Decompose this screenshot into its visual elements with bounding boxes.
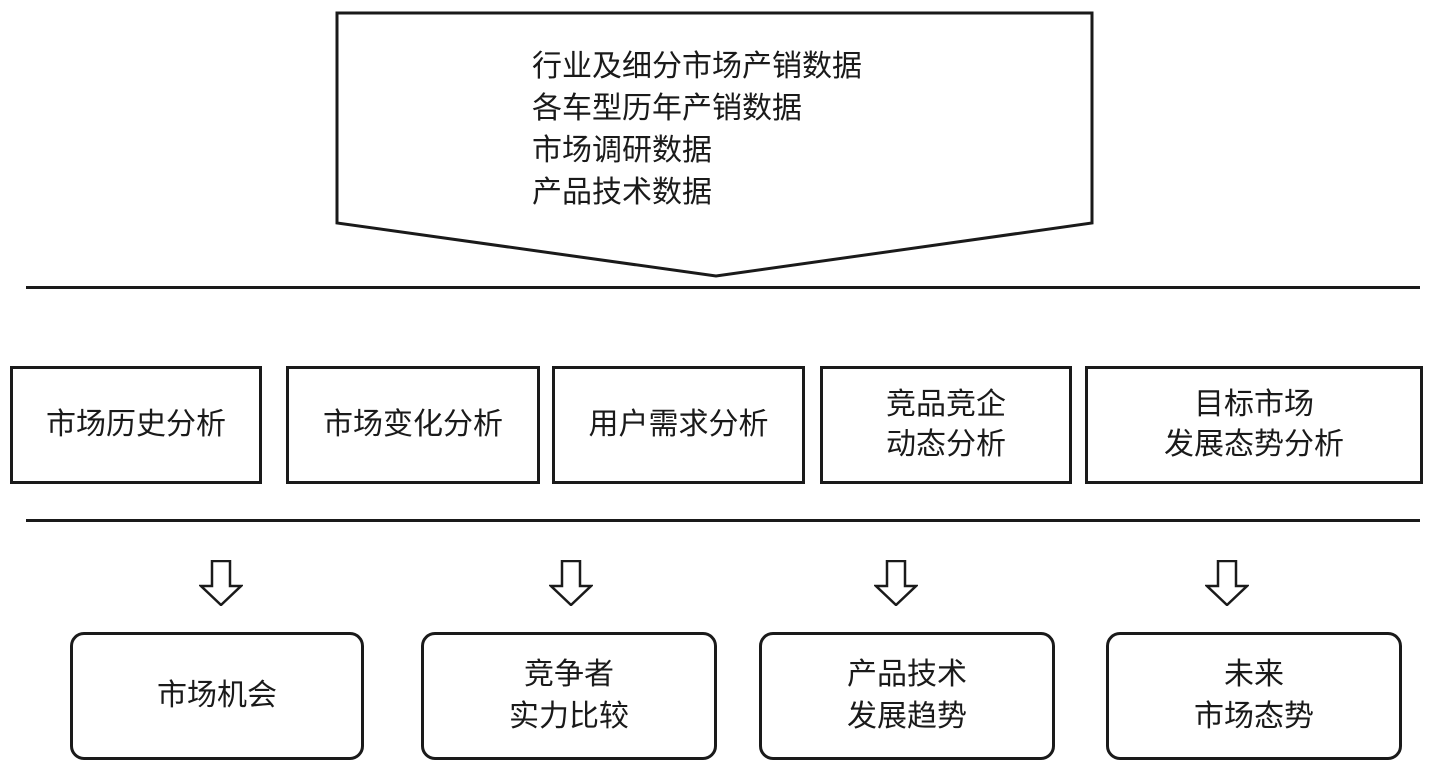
result-label: 市场态势 [1194,699,1314,734]
input-data-item: 市场调研数据 [532,133,712,168]
analysis-box-user-demand: 用户需求分析 [552,366,805,484]
down-arrow-icon [199,560,243,606]
analysis-label: 动态分析 [886,427,1006,462]
analysis-box-market-change: 市场变化分析 [286,366,540,484]
input-data-arrow-shape [335,11,1094,278]
down-arrow-icon [874,560,918,606]
result-label: 市场机会 [157,678,277,713]
bottom-divider [26,519,1420,522]
analysis-box-market-history: 市场历史分析 [10,366,262,484]
analysis-label: 竞品竞企 [886,387,1006,422]
result-box-product-tech-trend: 产品技术 发展趋势 [759,632,1055,760]
result-label: 发展趋势 [847,699,967,734]
analysis-box-competitor-dynamics: 竞品竞企 动态分析 [820,366,1072,484]
result-label: 竞争者 [524,657,614,692]
result-box-future-market: 未来 市场态势 [1106,632,1402,760]
input-data-list: 行业及细分市场产销数据 各车型历年产销数据 市场调研数据 产品技术数据 [532,46,862,214]
top-divider [26,286,1420,289]
result-label: 未来 [1224,657,1284,692]
analysis-label: 发展态势分析 [1164,427,1344,462]
analysis-label: 市场变化分析 [323,407,503,442]
down-arrow-icon [1205,560,1249,606]
result-box-competitor-strength: 竞争者 实力比较 [421,632,717,760]
result-label: 产品技术 [847,657,967,692]
result-box-market-opportunity: 市场机会 [70,632,364,760]
input-data-item: 产品技术数据 [532,175,712,210]
input-data-item: 行业及细分市场产销数据 [532,49,862,84]
down-arrow-icon [549,560,593,606]
analysis-label: 市场历史分析 [46,407,226,442]
input-data-item: 各车型历年产销数据 [532,91,802,126]
analysis-label: 目标市场 [1194,387,1314,422]
analysis-box-target-market-trend: 目标市场 发展态势分析 [1085,366,1423,484]
analysis-label: 用户需求分析 [588,407,769,442]
result-label: 实力比较 [509,699,629,734]
